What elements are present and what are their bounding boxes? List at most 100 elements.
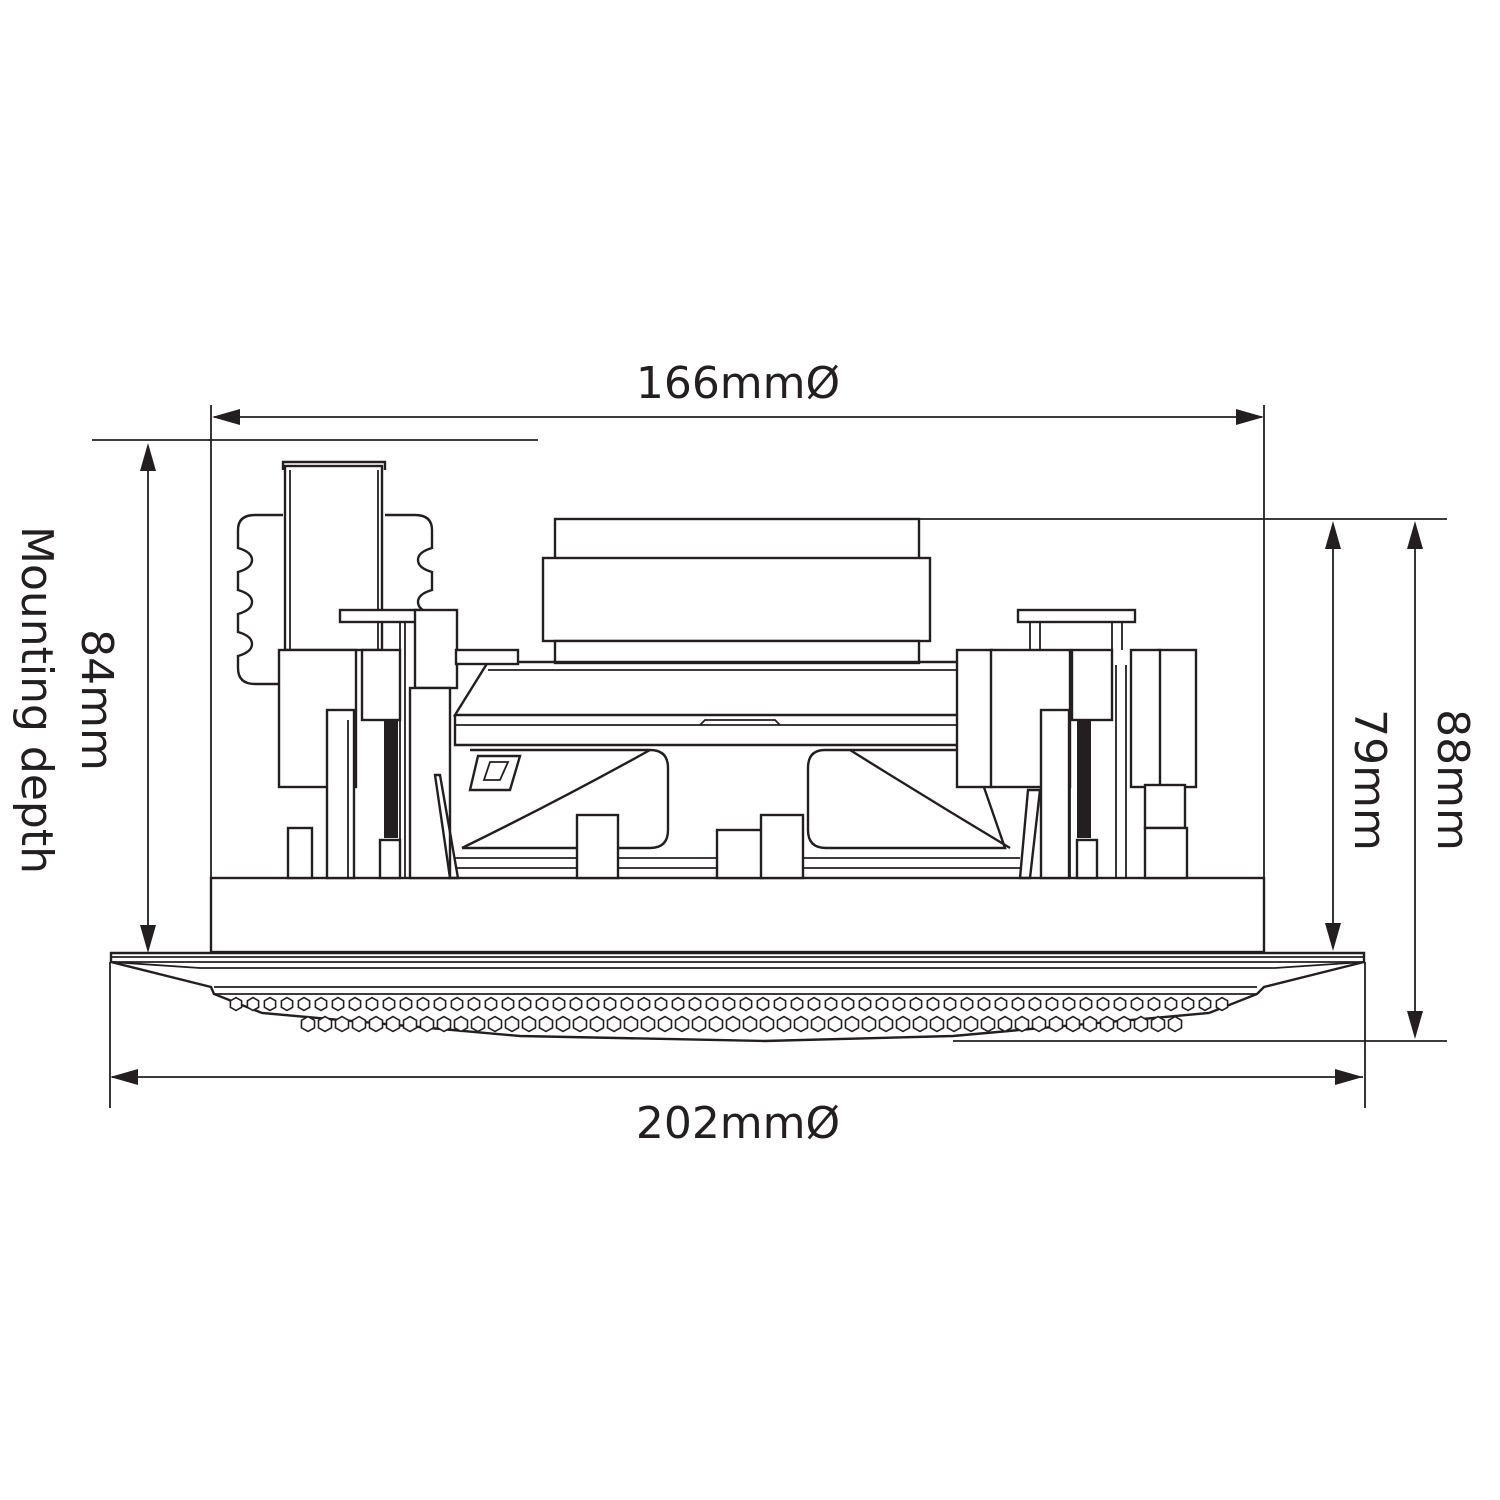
grille-hole: [912, 1015, 928, 1033]
speaker-basket: [452, 660, 1020, 880]
grille-hole: [994, 996, 1008, 1012]
grille-hole: [331, 996, 345, 1012]
inner-height-label: 79mm: [1344, 709, 1395, 851]
magnet-assembly: [541, 517, 932, 665]
grille-hole: [657, 1015, 673, 1033]
grille-hole: [1167, 1015, 1183, 1033]
grille-hole: [402, 1015, 418, 1033]
grille-hole: [606, 1015, 622, 1033]
grille-hole: [1150, 1015, 1166, 1033]
grille-hole: [858, 996, 872, 1012]
grille-hole: [1065, 1015, 1081, 1033]
grille-hole: [708, 1015, 724, 1033]
grille-hole: [453, 1015, 469, 1033]
grille-hole: [538, 1015, 554, 1033]
grille-hole: [314, 996, 328, 1012]
grille-hole: [348, 996, 362, 1012]
grille-hole: [620, 996, 634, 1012]
grille-hole: [691, 1015, 707, 1033]
grille-hole: [705, 996, 719, 1012]
grille-hole: [776, 1015, 792, 1033]
grille-hole: [739, 996, 753, 1012]
grille-hole: [385, 1015, 401, 1033]
grille-hole: [1028, 996, 1042, 1012]
mounting-depth-label: Mounting depth: [11, 526, 62, 874]
grille-hole: [552, 996, 566, 1012]
dimension-mounting-depth: 84mm Mounting depth: [11, 439, 538, 953]
grille-hole: [637, 996, 651, 1012]
grille-hole: [450, 996, 464, 1012]
grille-hole: [504, 1015, 520, 1033]
grille-hole: [416, 996, 430, 1012]
grille-hole: [773, 996, 787, 1012]
grille-hole: [810, 1015, 826, 1033]
grille-hole: [317, 1015, 333, 1033]
grille-hole: [844, 1015, 860, 1033]
grille-hole: [997, 1015, 1013, 1033]
grille-holes: [229, 996, 1229, 1033]
grille-hole: [521, 1015, 537, 1033]
grille-hole: [963, 1015, 979, 1033]
grille-hole: [946, 1015, 962, 1033]
grille-hole: [368, 1015, 384, 1033]
grille-hole: [623, 1015, 639, 1033]
grille-hole: [841, 996, 855, 1012]
grille-hole: [229, 996, 243, 1012]
grille-hole: [300, 1015, 316, 1033]
grille-hole: [351, 1015, 367, 1033]
grille-hole: [501, 996, 515, 1012]
grille-hole: [827, 1015, 843, 1033]
grille-hole: [790, 996, 804, 1012]
grille-hole: [572, 1015, 588, 1033]
grille-hole: [1147, 996, 1161, 1012]
grille-hole: [1031, 1015, 1047, 1033]
grille-hole: [654, 996, 668, 1012]
bottom-width-label: 202mmØ: [636, 1098, 840, 1149]
grille-hole: [1133, 1015, 1149, 1033]
grille-hole: [878, 1015, 894, 1033]
grille-hole: [1048, 1015, 1064, 1033]
grille-hole: [674, 1015, 690, 1033]
grille-hole: [436, 1015, 452, 1033]
grille-hole: [793, 1015, 809, 1033]
grille-hole: [365, 996, 379, 1012]
dimension-top-width: 166mmØ: [212, 358, 1264, 425]
grille-hole: [1215, 996, 1229, 1012]
grille-hole: [382, 996, 396, 1012]
grille-hole: [807, 996, 821, 1012]
dimension-bottom-width: 202mmØ: [109, 962, 1366, 1149]
grille-hole: [555, 1015, 571, 1033]
grille-hole: [980, 1015, 996, 1033]
top-width-label: 166mmØ: [636, 358, 840, 409]
grille-hole: [1014, 1015, 1030, 1033]
dimension-total-height: 88mm: [953, 521, 1478, 1042]
grille-hole: [263, 996, 277, 1012]
grille-hole: [824, 996, 838, 1012]
grille-hole: [1099, 1015, 1115, 1033]
speaker-base-ring: [209, 876, 1266, 954]
grille-hole: [759, 1015, 775, 1033]
right-clamp-assembly: [955, 608, 1198, 880]
speaker-grille: [109, 951, 1366, 1043]
grille-hole: [518, 996, 532, 1012]
grille-hole: [535, 996, 549, 1012]
grille-hole: [892, 996, 906, 1012]
total-height-label: 88mm: [1427, 709, 1478, 851]
grille-hole: [688, 996, 702, 1012]
grille-hole: [297, 996, 311, 1012]
grille-hole: [1082, 1015, 1098, 1033]
grille-hole: [1079, 996, 1093, 1012]
grille-hole: [419, 1015, 435, 1033]
grille-hole: [722, 996, 736, 1012]
dimension-inner-height: 79mm: [919, 518, 1447, 951]
grille-hole: [671, 996, 685, 1012]
grille-hole: [586, 996, 600, 1012]
grille-hole: [484, 996, 498, 1012]
grille-hole: [909, 996, 923, 1012]
grille-hole: [246, 996, 260, 1012]
grille-hole: [1062, 996, 1076, 1012]
grille-hole: [861, 1015, 877, 1033]
grille-hole: [895, 1015, 911, 1033]
grille-hole: [960, 996, 974, 1012]
